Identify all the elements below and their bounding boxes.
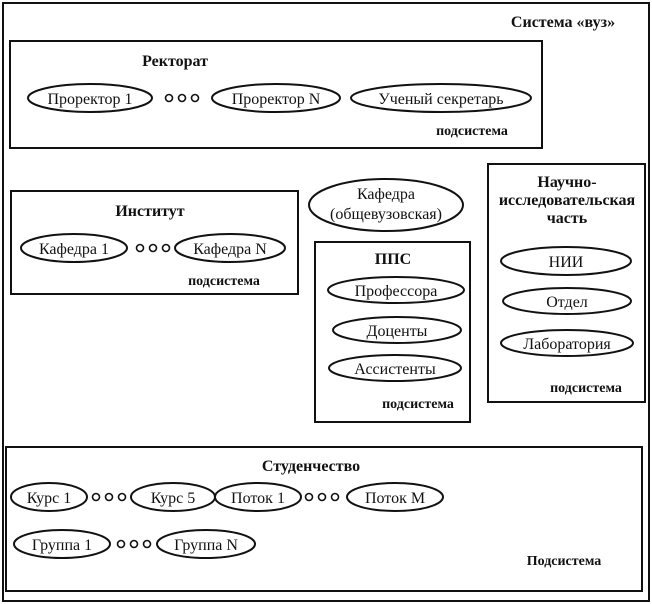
faculty-staff-subsystem-label: подсистема	[382, 397, 454, 412]
ellipsis-dot	[317, 492, 327, 502]
department-n-label: Кафедра N	[193, 241, 267, 258]
rectorate-title: Ректорат	[142, 53, 208, 70]
general-department-line1: Кафедра	[357, 186, 415, 203]
research-subsystem: Научно- исследовательская часть НИИ Отде…	[487, 163, 646, 403]
scientific-secretary-oval	[350, 83, 532, 113]
ellipsis-dot	[148, 243, 158, 253]
institute-title: Институт	[115, 203, 184, 220]
assistants-label: Ассистенты	[354, 361, 436, 378]
associate-professors-label: Доценты	[367, 323, 428, 340]
institute-subsystem: Институт Кафедра 1 Кафедра N подсистема	[10, 190, 299, 295]
research-title-line3: часть	[547, 210, 588, 227]
institute-box	[10, 190, 299, 295]
stream-1-oval	[214, 482, 302, 512]
professors-label: Профессора	[355, 283, 438, 300]
department-1-label: Кафедра 1	[39, 241, 109, 258]
stream-1-label: Поток 1	[231, 490, 285, 507]
prorector-n-oval	[211, 83, 341, 113]
group-1-label: Группа 1	[32, 537, 92, 554]
ellipsis-dot	[177, 93, 187, 103]
general-department: Кафедра (общевузовская)	[308, 178, 464, 232]
professors-oval	[327, 276, 465, 304]
rectorate-subsystem-label: подсистема	[436, 124, 508, 139]
course-1-oval	[10, 482, 88, 512]
ellipsis-dot	[330, 492, 340, 502]
prorector-1-label: Проректор 1	[48, 91, 133, 108]
group-n-label: Группа N	[174, 537, 238, 554]
students-box	[5, 446, 643, 592]
rectorate-box	[9, 40, 543, 149]
general-department-line2: (общевузовская)	[330, 206, 442, 223]
institute-subsystem-label: подсистема	[188, 274, 260, 289]
group-n-oval	[156, 529, 256, 559]
faculty-staff-subsystem: ППС Профессора Доценты Ассистенты подсис…	[314, 241, 471, 423]
research-institute-oval	[500, 246, 632, 276]
research-subsystem-label: подсистема	[550, 381, 622, 396]
assistants-oval	[328, 354, 462, 382]
department-1-oval	[20, 233, 128, 263]
prorector-1-oval	[27, 83, 153, 113]
division-label: Отдел	[546, 294, 588, 311]
ellipsis-dot	[190, 93, 200, 103]
ellipsis-dot	[164, 93, 174, 103]
students-title: Студенчество	[262, 458, 360, 475]
department-n-oval	[174, 233, 286, 263]
ellipsis-dot	[142, 539, 152, 549]
rectorate-subsystem: Ректорат Проректор 1 Проректор N Ученый …	[9, 40, 543, 149]
students-subsystem: Студенчество Курс 1 Курс 5 Поток 1 Поток…	[5, 446, 643, 592]
ellipsis-dot	[304, 492, 314, 502]
students-subsystem-label: Подсистема	[527, 554, 602, 569]
course-1-label: Курс 1	[27, 490, 72, 507]
associate-professors-oval	[332, 316, 462, 344]
system-title: Система «вуз»	[511, 14, 615, 31]
prorector-n-label: Проректор N	[232, 91, 321, 108]
research-title-line1: Научно-	[537, 174, 596, 191]
ellipsis-dot	[129, 539, 139, 549]
general-department-oval	[308, 178, 464, 232]
stream-m-label: Поток М	[365, 490, 425, 507]
ellipsis-dot	[135, 243, 145, 253]
ellipsis-dot	[104, 492, 114, 502]
faculty-staff-title: ППС	[375, 251, 411, 268]
laboratory-oval	[500, 329, 634, 357]
ellipsis-dot	[117, 492, 127, 502]
faculty-staff-box	[314, 241, 471, 423]
scientific-secretary-label: Ученый секретарь	[378, 91, 503, 108]
research-box	[487, 163, 646, 403]
ellipsis-dot	[161, 243, 171, 253]
group-1-oval	[13, 529, 111, 559]
research-institute-label: НИИ	[549, 254, 584, 271]
ellipsis-dot	[116, 539, 126, 549]
division-oval	[502, 287, 632, 315]
stream-m-oval	[346, 482, 444, 512]
laboratory-label: Лаборатория	[523, 336, 611, 353]
research-title-line2: исследовательская	[499, 192, 636, 209]
course-5-label: Курс 5	[151, 490, 196, 507]
ellipsis-dot	[91, 492, 101, 502]
